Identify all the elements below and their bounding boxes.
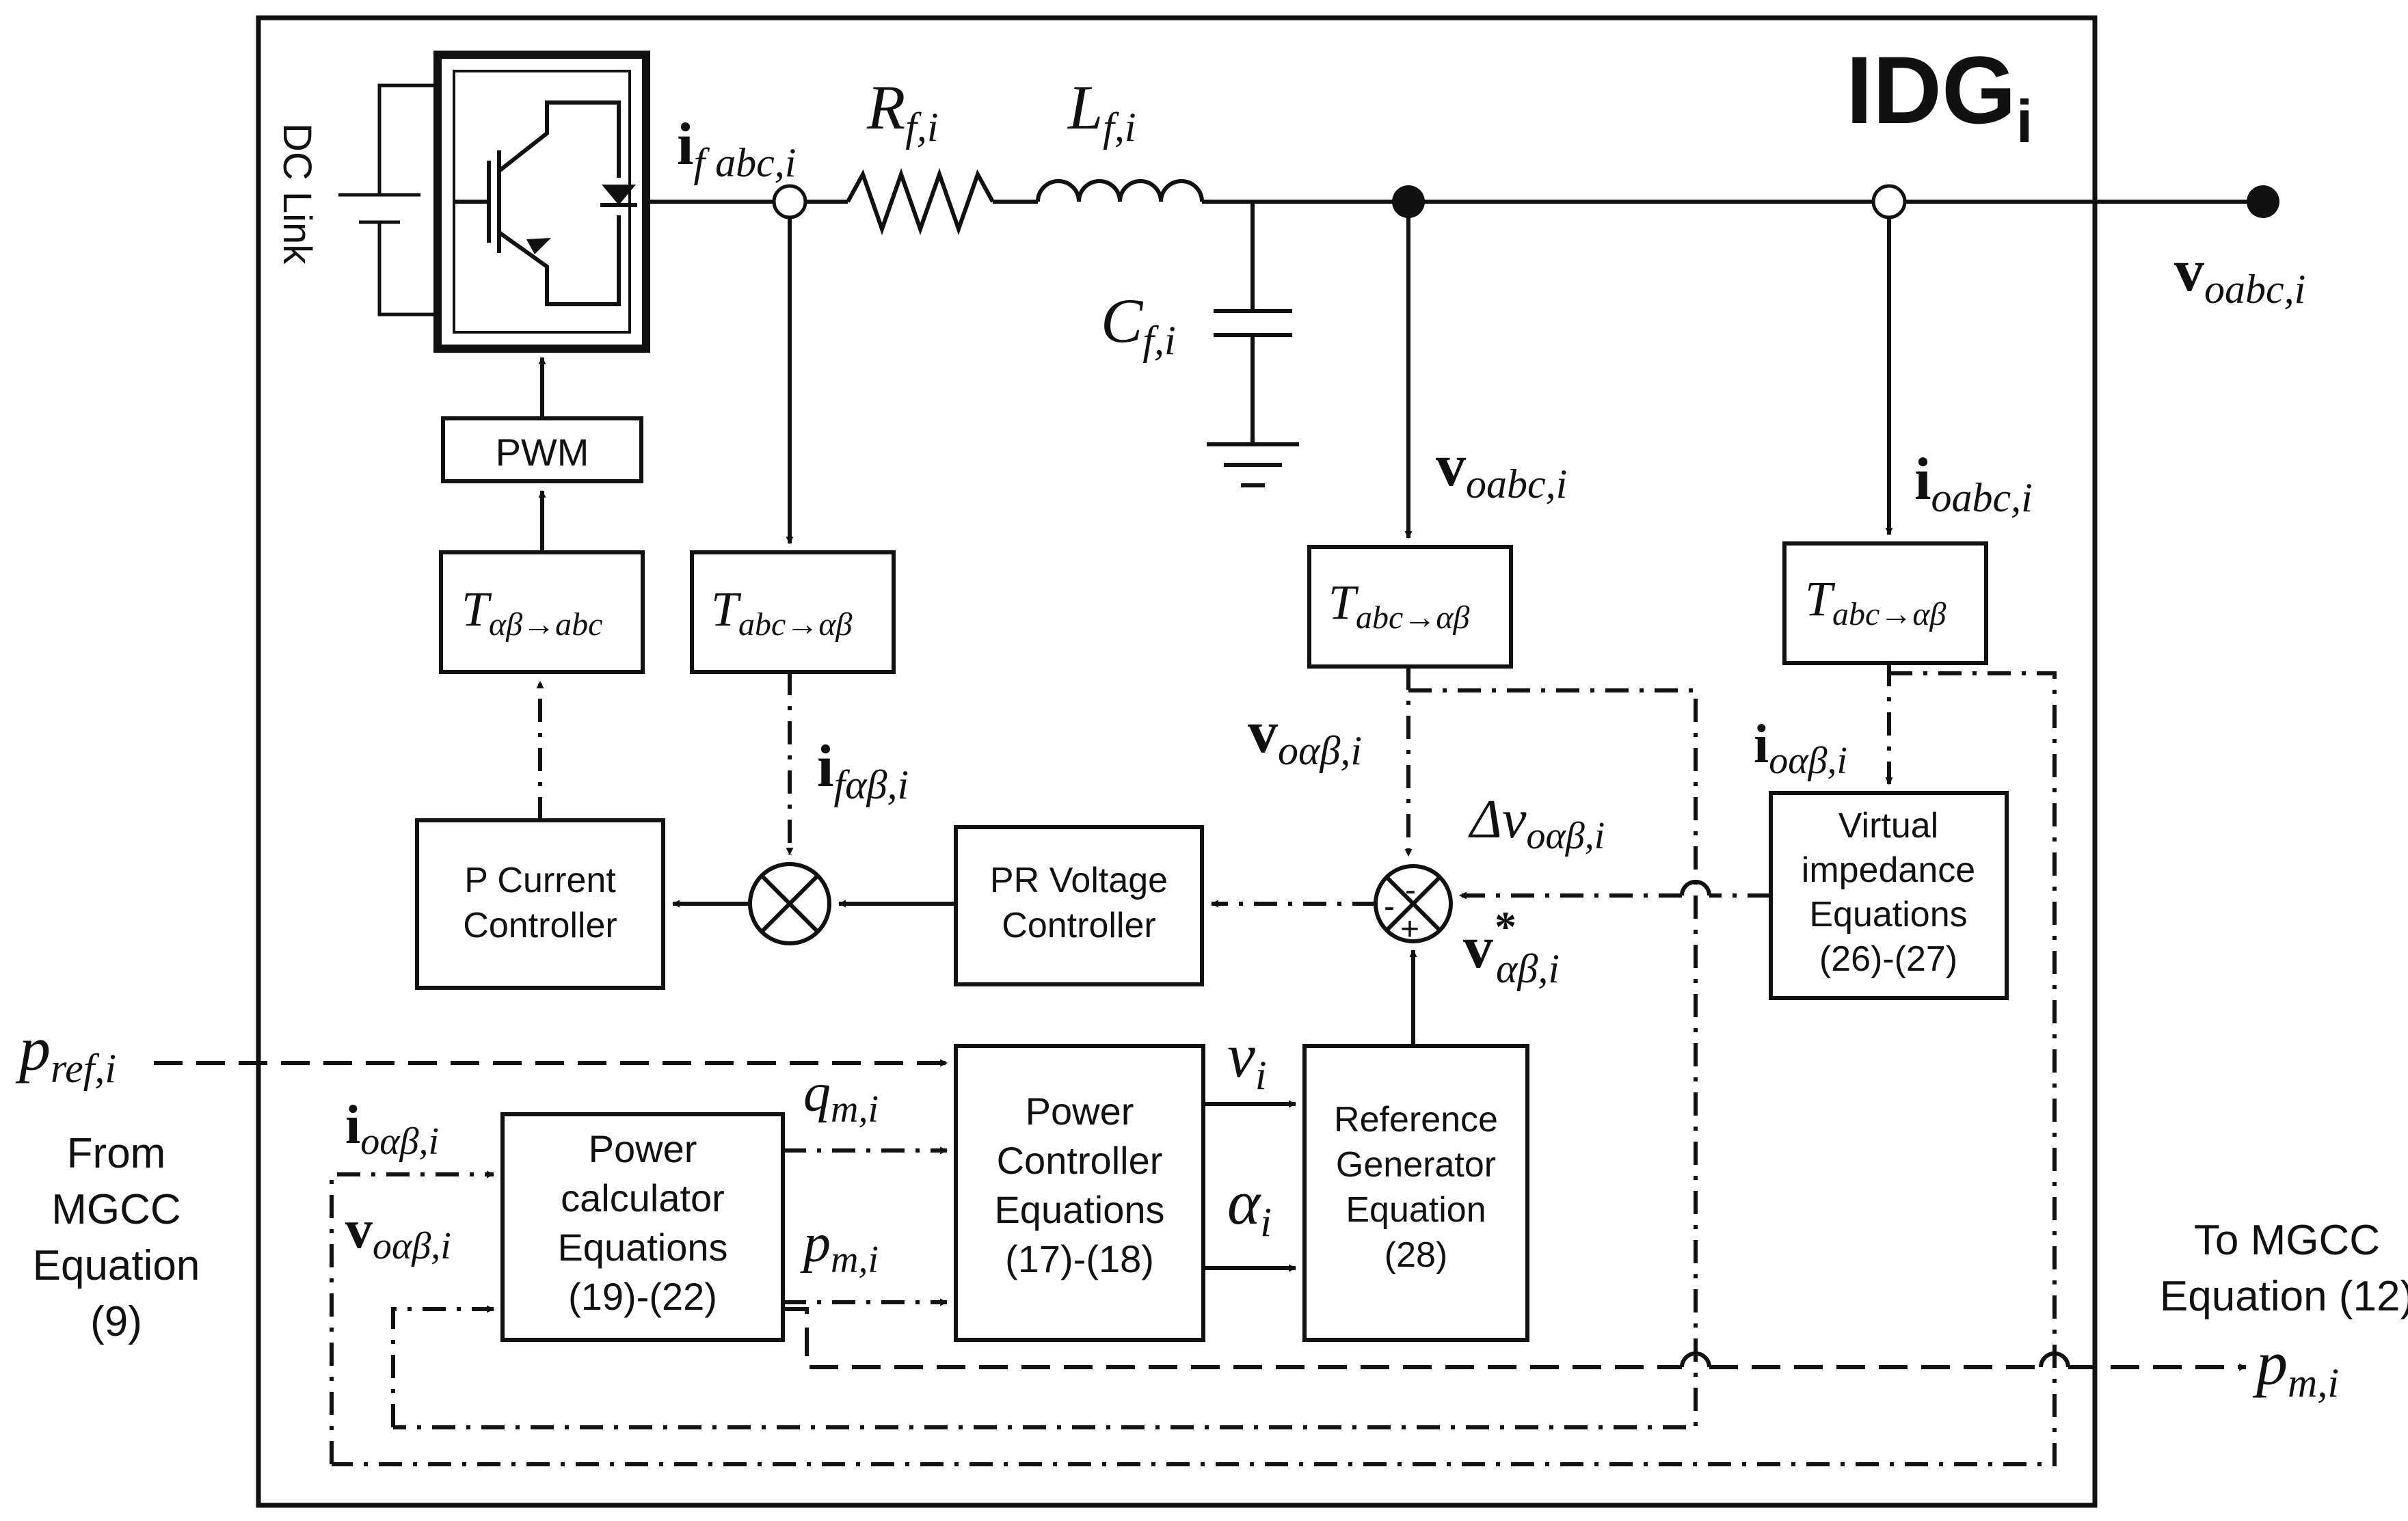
label-p-m-output: pm,i [2252,1328,2339,1405]
t-abc-to-ab-current-label: Tabc→αβ [711,582,853,643]
label-v-ab-ref: v*αβ,i [1463,902,1560,991]
sum-sign-left: - [1384,889,1395,925]
idg-title: IDGi [1846,36,2033,155]
label-p-m-calc: pm,i [800,1213,879,1281]
virtual-impedance-block [1769,791,2009,1000]
p-current-controller-block [415,818,665,990]
dc-link-battery-icon [338,83,438,317]
sum-sign-top: - [1405,872,1416,908]
t-ab-to-abc-block [439,550,645,674]
power-controller-block [954,1044,1205,1342]
output-node-right [2247,185,2279,218]
label-i-fab: ifαβ,i [817,733,909,807]
label-cf: Cf,i [1101,286,1176,363]
t-abc-to-ab-voltage-block [1307,545,1513,669]
t-ab-to-abc-label: Tαβ→abc [461,582,602,643]
sum-sign-bottom: + [1400,911,1419,947]
reference-generator-block [1302,1044,1529,1342]
inductor-lf [1036,179,1204,202]
label-rf: Rf,i [866,72,939,150]
pwm-label: PWM [496,431,589,474]
pr-voltage-controller-block [954,825,1204,986]
capacitor-cf [1214,202,1292,444]
label-delta-v-oab: Δvoαβ,i [1468,790,1605,857]
resistor-rf [846,167,995,236]
t-abc-to-ab-voltage-label: Tabc→αβ [1328,575,1470,636]
inverter-igbt-icon [433,51,650,353]
dc-link-label: DC Link [275,123,319,265]
idg-frame [256,15,2098,1508]
label-v-oab-top: voαβ,i [1248,699,1362,773]
t-abc-to-ab-output-current-block [1782,541,1988,665]
label-v-oab-calc: voαβ,i [345,1200,451,1267]
ground-icon [1207,442,1299,487]
label-i-oab-virtual: ioαβ,i [1754,714,1847,782]
label-i-fabc-top: if abc,i [677,111,796,185]
label-alpha-i: αi [1227,1168,1272,1245]
label-q-m: qm,i [803,1063,879,1131]
t-abc-to-ab-current-block [690,550,896,674]
power-calculator-block [500,1112,785,1342]
current-sensor-node-o [1871,184,1907,219]
current-sensor-node-f [772,184,807,219]
label-i-oabc-sensed: ioabc,i [1914,446,2033,520]
label-v-oabc-output: voabc,i [2174,238,2305,312]
label-i-oab-calc: ioαβ,i [345,1095,439,1163]
label-v-oabc-sensed: voabc,i [1436,433,1567,507]
label-p-ref: pref,i [15,1014,116,1091]
label-lf: Lf,i [1067,72,1136,150]
label-v-i: vi [1227,1021,1267,1098]
t-abc-to-ab-output-current-label: Tabc→αβ [1805,571,1947,632]
